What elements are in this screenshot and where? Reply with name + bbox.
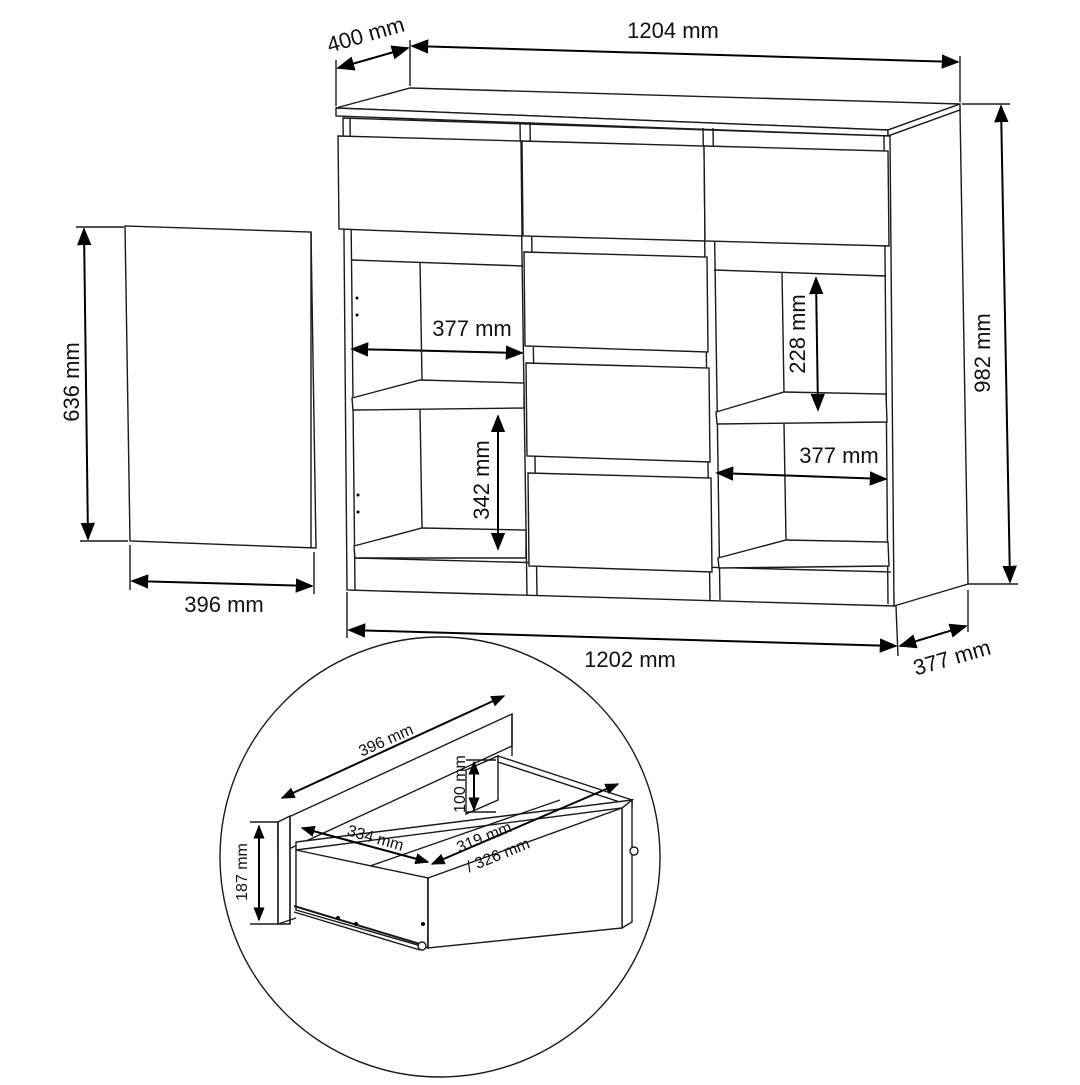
right-compartment-top	[713, 269, 887, 277]
label-shelf-height-right: 228 mm	[785, 294, 810, 373]
drawer-box-front-left	[295, 849, 429, 949]
runner-screw	[336, 916, 340, 920]
dim-arrow-depth-top	[336, 45, 410, 71]
label-front-height: 187 mm	[234, 843, 251, 901]
drawer-screw	[421, 922, 425, 926]
extension-line	[895, 605, 899, 657]
label-depth-top: 400 mm	[324, 12, 407, 58]
drawer-top-right	[703, 145, 890, 247]
drawer-runner-lower	[293, 911, 421, 951]
shelf-pin-hole	[356, 493, 360, 497]
runner-wheel	[417, 941, 427, 951]
left-shelf	[351, 379, 525, 411]
label-width-top: 1204 mm	[627, 18, 719, 43]
dim-arrow-door-height	[77, 227, 95, 541]
drawer-front-left-edge	[277, 814, 291, 925]
label-shelf-height-left: 342 mm	[469, 440, 494, 519]
runner-wheel	[629, 846, 639, 856]
drawer-center-1	[523, 251, 709, 353]
right-back-corner-upper	[781, 271, 785, 393]
label-door-width: 396 mm	[184, 592, 263, 617]
label-height: 982 mm	[970, 313, 995, 392]
left-back-corner-lower	[419, 409, 423, 529]
drawer-back-top	[497, 755, 633, 807]
dim-arrow-width-top	[410, 39, 960, 69]
drawer-center-3	[527, 472, 713, 573]
label-depth-bottom: 377 mm	[910, 635, 993, 681]
dim-arrow-height	[994, 104, 1017, 584]
left-compartment-top	[351, 259, 524, 267]
drawer-front-edge-line	[277, 917, 297, 925]
label-shelf-width-right: 377 mm	[799, 443, 878, 468]
label-box-height: 100 mm	[452, 755, 469, 813]
shelf-pin-hole	[355, 313, 359, 317]
dimension-lines	[76, 39, 1018, 657]
cabinet-side-panel	[887, 109, 969, 607]
shelf-pin-hole	[356, 510, 360, 514]
dim-arrow-front-width	[280, 695, 506, 799]
drawer-detail-view: 396 mm 187 mm 100 mm 334 mm 319 mm / 326…	[219, 636, 661, 1078]
dim-arrow-shelf-height-right	[809, 276, 825, 412]
drawer-center-2	[525, 362, 711, 463]
sideboard-cabinet	[335, 87, 969, 607]
dim-arrow-width-bottom	[347, 623, 898, 653]
dim-arrow-inner-depth	[430, 783, 620, 865]
left-back-corner-upper	[419, 261, 423, 381]
label-shelf-width-left: 377 mm	[432, 316, 511, 341]
detail-circle	[219, 636, 661, 1078]
right-shelf	[715, 391, 888, 425]
dim-arrow-door-width	[130, 574, 314, 593]
drawer-top-center	[521, 140, 706, 242]
dim-arrow-depth-bottom	[898, 623, 968, 649]
shelf-pin-hole	[355, 296, 359, 300]
runner-screw	[354, 922, 358, 926]
label-inner-width: 334 mm	[345, 823, 405, 855]
dim-arrow-inner-width	[300, 825, 430, 865]
cabinet-door-panel	[124, 225, 317, 549]
left-bottom-shelf	[353, 527, 527, 559]
dim-arrow-shelf-left	[350, 342, 524, 360]
right-bottom-shelf	[717, 539, 890, 569]
drawer-side-right	[621, 798, 633, 930]
drawer-top-left	[337, 135, 523, 237]
label-width-bottom: 1202 mm	[584, 647, 676, 672]
label-door-height: 636 mm	[59, 342, 84, 421]
dim-arrow-shelf-right	[715, 466, 888, 486]
